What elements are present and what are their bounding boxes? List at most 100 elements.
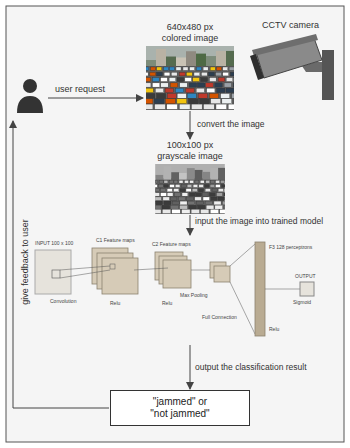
vertical-annotation: give feedback to user [20, 219, 31, 305]
photo-car [196, 67, 201, 70]
photo-car [179, 104, 190, 109]
photo-car [223, 72, 229, 76]
photo-car [180, 205, 188, 209]
photo-car [183, 67, 188, 70]
image-node: 100x100 px grayscale image [140, 140, 240, 214]
result-box: "jammed" or "not jammed" [110, 390, 250, 426]
photo-car [154, 99, 164, 104]
photo-building [218, 168, 225, 181]
photo-car [197, 83, 204, 87]
photo-car [155, 201, 162, 205]
photo-car [215, 83, 222, 87]
photo-car [146, 78, 151, 82]
photo-car [210, 209, 218, 213]
photo-car [203, 67, 208, 70]
photo-car [217, 88, 225, 92]
photo-car [187, 185, 192, 188]
photo-car [172, 201, 179, 205]
output-unit [300, 282, 314, 296]
photo-car [175, 193, 181, 196]
photo-car [176, 67, 181, 70]
photo-car [189, 193, 195, 196]
cnn-label: Relu [110, 300, 120, 306]
photo-car [211, 197, 217, 200]
photo-car [167, 104, 178, 109]
photo-road [156, 180, 225, 214]
cnn-label: Sigmoid [293, 299, 311, 305]
photo-building [210, 168, 218, 181]
fc-layer [255, 242, 265, 336]
photo-car [224, 189, 225, 192]
image-caption: 640x480 px colored image [155, 22, 225, 44]
photo-car [226, 88, 234, 92]
annotation: CCTV camera [262, 20, 319, 31]
photo-car [176, 88, 184, 92]
photo-car [186, 72, 192, 76]
photo-car [224, 83, 231, 87]
kernel-line [60, 266, 110, 270]
photo-car [153, 78, 160, 82]
cnn-label: Full Connection [202, 314, 237, 320]
photo-car [192, 189, 197, 192]
photo-car [201, 78, 208, 82]
cnn-label: C2 Feature maps [152, 241, 191, 247]
cnn-label: Relu [269, 326, 279, 332]
photo-car [146, 72, 148, 76]
photo-car [174, 180, 178, 183]
photo-car [224, 193, 225, 196]
photo-car [210, 67, 215, 70]
photo-car [157, 94, 166, 99]
photo-car [164, 67, 169, 70]
photo-car [194, 72, 200, 76]
pool-line [134, 268, 168, 270]
photo-car [232, 94, 234, 99]
photo-car [146, 88, 153, 92]
photo-building [195, 170, 203, 181]
photo-car [196, 193, 202, 196]
cnn-label: Relu [162, 300, 172, 306]
photo-building [187, 168, 195, 181]
flatten-map [214, 266, 230, 282]
photo-car [177, 94, 186, 99]
photo-car [209, 72, 215, 76]
output-line [265, 289, 300, 290]
c2-map [163, 260, 191, 288]
photo-car [196, 201, 203, 205]
photo-car [161, 193, 167, 196]
photo-car [206, 205, 214, 209]
photo-car [188, 201, 195, 205]
photo-building [226, 51, 234, 68]
photo-car [200, 99, 210, 104]
request-arrow [48, 98, 143, 99]
cnn-label: Convolution [50, 298, 76, 304]
photo-car [199, 185, 204, 188]
photo-car [216, 185, 221, 188]
photo-car [146, 99, 153, 104]
flow-arrow [190, 345, 191, 389]
photo-car [171, 72, 177, 76]
cnn-label: OUTPUT [295, 273, 316, 279]
photo-car [177, 78, 184, 82]
photo-car [157, 67, 162, 70]
photo-car [164, 72, 170, 76]
photo-car [170, 83, 177, 87]
photo-car [180, 83, 187, 87]
photo-car [166, 99, 176, 104]
photo-car [161, 83, 168, 87]
photo-car [167, 94, 176, 99]
photo-car [226, 78, 233, 82]
photo-building [186, 51, 196, 68]
photo-building [216, 51, 226, 68]
cnn-label: F3 128 perceptrons [269, 244, 312, 250]
photo-car [198, 94, 207, 99]
photo-car [198, 189, 203, 192]
photo-car [205, 201, 212, 205]
photo-car [223, 201, 225, 205]
photo-car [146, 67, 149, 70]
photo-car [167, 189, 172, 192]
photo-car [204, 104, 215, 109]
photo-car [209, 193, 215, 196]
photo-car [175, 185, 180, 188]
photo-car [222, 99, 232, 104]
photo-car [193, 78, 200, 82]
